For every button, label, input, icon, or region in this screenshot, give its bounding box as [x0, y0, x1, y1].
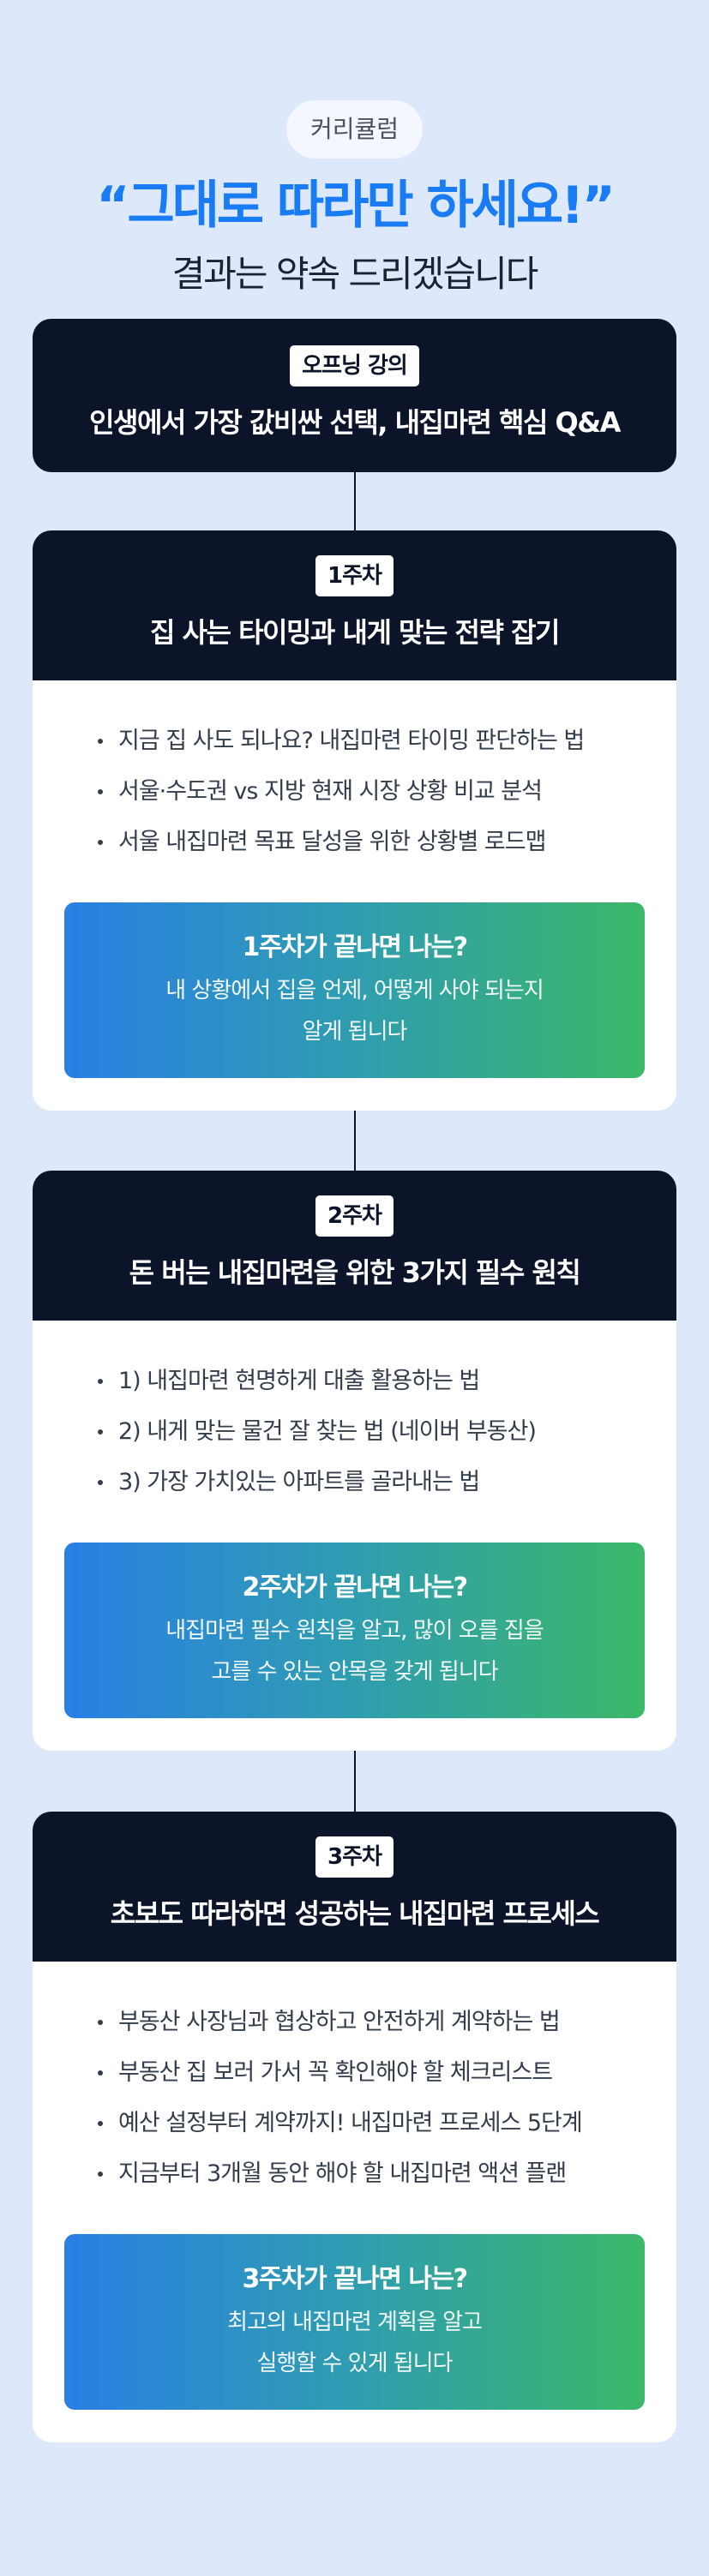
- week-title: 집 사는 타이밍과 내게 맞는 전략 잡기: [150, 616, 560, 649]
- curriculum-item: 2) 내게 맞는 물건 잘 찾는 법 (네이버 부동산): [64, 1406, 645, 1457]
- curriculum-item: 3) 가장 가치있는 아파트를 골라내는 법: [64, 1457, 645, 1507]
- curriculum-item-text: 지금 집 사도 되나요? 내집마련 타이밍 판단하는 법: [118, 728, 585, 754]
- bullet-icon: [98, 789, 103, 794]
- curriculum-item: 지금 집 사도 되나요? 내집마련 타이밍 판단하는 법: [64, 716, 645, 766]
- week-card-header: 1주차 집 사는 타이밍과 내게 맞는 전략 잡기: [33, 530, 676, 680]
- week-card: 2주차 돈 버는 내집마련을 위한 3가지 필수 원칙 1) 내집마련 현명하게…: [33, 1171, 676, 1751]
- result-title: 1주차가 끝나면 나는?: [242, 932, 468, 962]
- bullet-icon: [98, 2070, 103, 2076]
- curriculum-item: 부동산 사장님과 협상하고 안전하게 계약하는 법: [64, 1997, 645, 2047]
- week-title: 초보도 따라하면 성공하는 내집마련 프로세스: [110, 1897, 600, 1930]
- page-subtitle: 결과는 약속 드리겠습니다: [171, 253, 539, 295]
- bullet-icon: [98, 1379, 103, 1384]
- week-card: 1주차 집 사는 타이밍과 내게 맞는 전략 잡기 지금 집 사도 되나요? 내…: [33, 530, 676, 1111]
- curriculum-item-text: 3) 가장 가치있는 아파트를 골라내는 법: [118, 1469, 480, 1495]
- week-badge: 3주차: [315, 1836, 394, 1878]
- week-card-body: 1) 내집마련 현명하게 대출 활용하는 법 2) 내게 맞는 물건 잘 찾는 법…: [33, 1321, 676, 1751]
- opening-card: 오프닝 강의 인생에서 가장 값비싼 선택, 내집마련 핵심 Q&A: [33, 319, 676, 472]
- bullet-icon: [98, 2172, 103, 2177]
- week-card-header: 2주차 돈 버는 내집마련을 위한 3가지 필수 원칙: [33, 1171, 676, 1321]
- week-card: 3주차 초보도 따라하면 성공하는 내집마련 프로세스 부동산 사장님과 협상하…: [33, 1812, 676, 2442]
- curriculum-list: 1) 내집마련 현명하게 대출 활용하는 법 2) 내게 맞는 물건 잘 찾는 법…: [64, 1356, 645, 1507]
- curriculum-item: 1) 내집마련 현명하게 대출 활용하는 법: [64, 1356, 645, 1406]
- opening-badge: 오프닝 강의: [290, 345, 419, 386]
- connector-line: [353, 1751, 356, 1812]
- curriculum-item: 서울 내집마련 목표 달성을 위한 상황별 로드맵: [64, 817, 645, 867]
- bullet-icon: [98, 1480, 103, 1485]
- curriculum-item-text: 2) 내게 맞는 물건 잘 찾는 법 (네이버 부동산): [118, 1418, 537, 1445]
- curriculum-item-text: 지금부터 3개월 동안 해야 할 내집마련 액션 플랜: [118, 2160, 567, 2187]
- curriculum-item: 지금부터 3개월 동안 해야 할 내집마련 액션 플랜: [64, 2148, 645, 2199]
- result-line: 내 상황에서 집을 언제, 어떻게 사야 되는지: [165, 978, 544, 1003]
- week-title: 돈 버는 내집마련을 위한 3가지 필수 원칙: [129, 1256, 581, 1289]
- curriculum-item: 예산 설정부터 계약까지! 내집마련 프로세스 5단계: [64, 2098, 645, 2148]
- result-line: 실행할 수 있게 됩니다: [256, 2351, 453, 2376]
- opening-title: 인생에서 가장 값비싼 선택, 내집마련 핵심 Q&A: [89, 406, 621, 439]
- connector-line: [353, 1111, 356, 1171]
- curriculum-item-text: 서울·수도권 vs 지방 현재 시장 상황 비교 분석: [118, 778, 543, 805]
- result-line: 고를 수 있는 안목을 갖게 됩니다: [211, 1659, 498, 1685]
- result-title: 2주차가 끝나면 나는?: [242, 1573, 468, 1603]
- bullet-icon: [98, 840, 103, 845]
- result-line: 알게 됩니다: [302, 1019, 408, 1045]
- result-line: 내집마련 필수 원칙을 알고, 많이 오를 집을: [165, 1618, 544, 1644]
- curriculum-item-text: 1) 내집마련 현명하게 대출 활용하는 법: [118, 1368, 480, 1394]
- curriculum-item-text: 예산 설정부터 계약까지! 내집마련 프로세스 5단계: [118, 2110, 583, 2136]
- week-card-header: 3주차 초보도 따라하면 성공하는 내집마련 프로세스: [33, 1812, 676, 1962]
- week-badge: 1주차: [315, 555, 394, 596]
- bullet-icon: [98, 739, 103, 744]
- weeks-list: 1주차 집 사는 타이밍과 내게 맞는 전략 잡기 지금 집 사도 되나요? 내…: [33, 530, 676, 2442]
- week-badge: 2주차: [315, 1195, 394, 1237]
- curriculum-item: 부동산 집 보러 가서 꼭 확인해야 할 체크리스트: [64, 2047, 645, 2098]
- curriculum-item-text: 부동산 사장님과 협상하고 안전하게 계약하는 법: [118, 2009, 561, 2035]
- page-title: “그대로 따라만 하세요!”: [96, 176, 616, 236]
- bullet-icon: [98, 1429, 103, 1435]
- result-line: 최고의 내집마련 계획을 알고: [227, 2309, 483, 2335]
- curriculum-item-text: 부동산 집 보러 가서 꼭 확인해야 할 체크리스트: [118, 2059, 553, 2086]
- curriculum-pill: 커리큘럼: [285, 100, 424, 159]
- bullet-icon: [98, 2020, 103, 2025]
- opening-card-header: 오프닝 강의 인생에서 가장 값비싼 선택, 내집마련 핵심 Q&A: [33, 319, 676, 472]
- result-title: 3주차가 끝나면 나는?: [242, 2264, 468, 2294]
- connector-line: [353, 472, 356, 530]
- curriculum-item-text: 서울 내집마련 목표 달성을 위한 상황별 로드맵: [118, 829, 546, 855]
- curriculum-item: 서울·수도권 vs 지방 현재 시장 상황 비교 분석: [64, 766, 645, 817]
- curriculum-page: 커리큘럼 “그대로 따라만 하세요!” 결과는 약속 드리겠습니다 오프닝 강의…: [33, 100, 676, 2442]
- bullet-icon: [98, 2121, 103, 2126]
